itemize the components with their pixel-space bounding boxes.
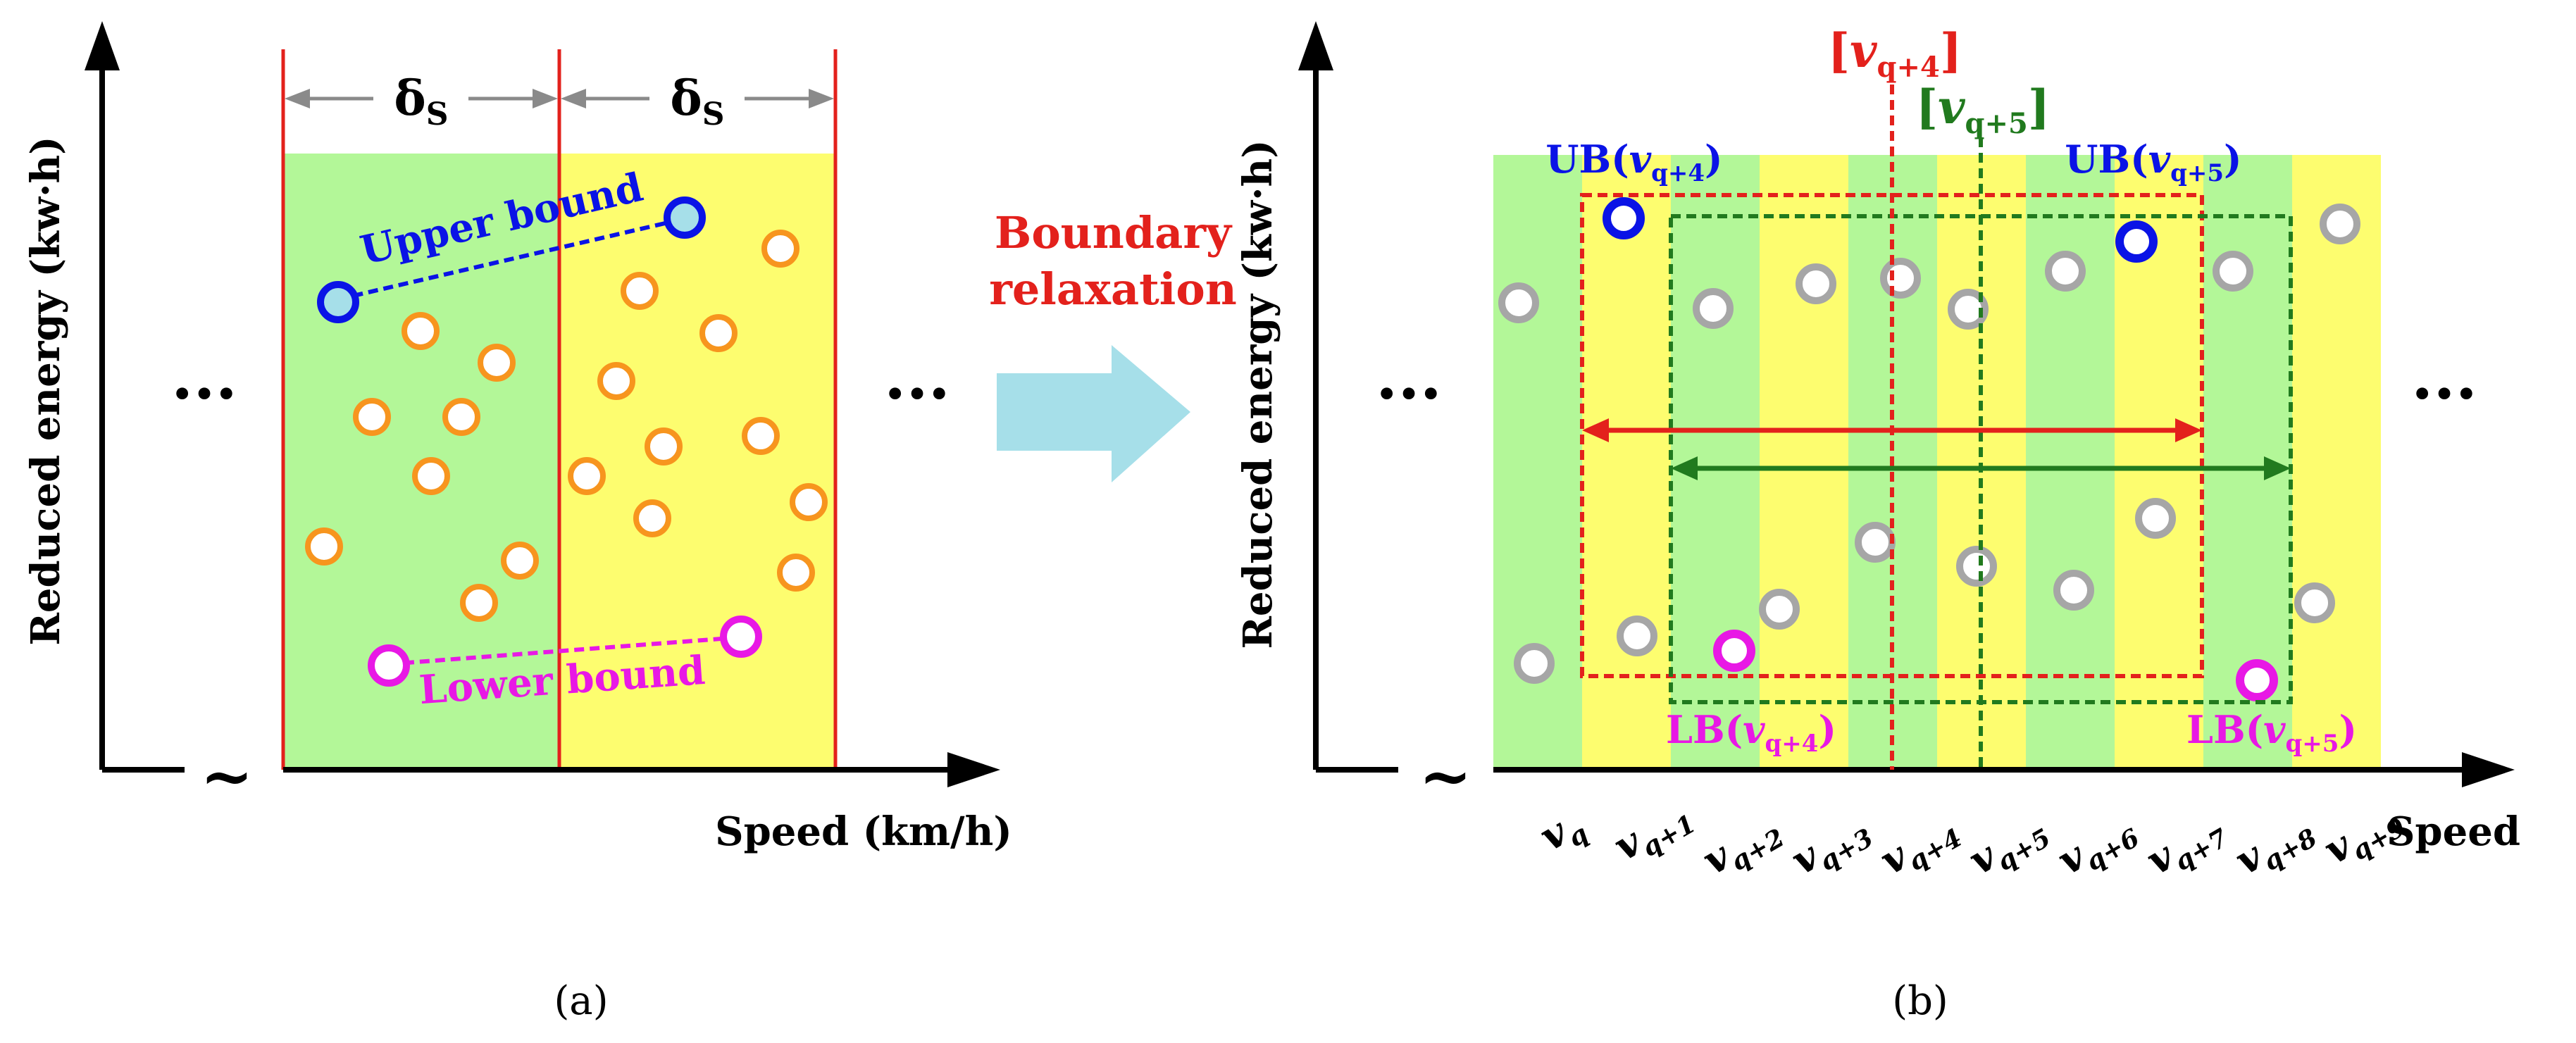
panel-b-y-axis-label: Reduced energy (kw·h): [1235, 139, 1281, 649]
sample-point: [1796, 263, 1836, 304]
panel-a-y-axis-label: Reduced energy (kw·h): [23, 136, 69, 645]
sample-point: [1880, 258, 1921, 299]
sample-point: [790, 483, 828, 521]
sample-point: [2213, 251, 2253, 292]
interval-label-q4: [vq+4]: [1828, 23, 1962, 84]
panel-b-axis-break: ~: [1419, 739, 1471, 813]
lb-point-q5: [2236, 659, 2278, 701]
speed-band-yellow: [1760, 155, 1848, 770]
sample-point: [305, 527, 343, 566]
panel-a-ellipsis-right: ···: [884, 356, 950, 431]
sample-point: [1855, 522, 1896, 563]
delta-arrow-1: [285, 89, 558, 108]
sample-point: [633, 499, 671, 537]
panel-b-sample-points: [1498, 204, 2360, 684]
interval-arrow-q4: [1582, 418, 2202, 442]
panel-b-x-axis-label: Speed: [2387, 808, 2520, 855]
speed-band-yellow: [2292, 155, 2381, 770]
lower-bound-point: [720, 616, 762, 658]
speed-tick-label: vq+8: [2227, 804, 2322, 889]
caption-b: (b): [1892, 978, 1948, 1024]
panel-a-x-axis-label: Speed (km/h): [715, 808, 1012, 855]
sample-point: [2135, 498, 2176, 539]
lower-bound-line: [388, 635, 740, 666]
panel-a-y-axis-arrowhead: [85, 21, 120, 70]
sample-point: [645, 427, 683, 466]
sample-point: [1759, 589, 1800, 630]
panel-a-x-axis-arrowhead: [947, 752, 1000, 787]
panel-a-sample-points: [305, 230, 828, 622]
sample-point: [761, 230, 799, 268]
sample-point: [412, 457, 450, 495]
sample-point: [1956, 546, 1997, 587]
ub-label-q4: UB(vq+4): [1545, 137, 1722, 187]
ub-label-q5: UB(vq+5): [2065, 137, 2241, 187]
sample-point: [353, 398, 391, 436]
sample-point: [2053, 570, 2094, 611]
speed-band-yellow: [1582, 155, 1671, 770]
panel-a: δS δS ~ Reduced energy (kw·h) Speed (km/…: [23, 21, 1012, 1024]
upper-bound-point: [664, 196, 706, 239]
speed-tick-label: vq+6: [2050, 804, 2144, 889]
sample-point: [742, 417, 780, 455]
delta-arrow-2: [561, 89, 834, 108]
speed-tick-label: vq+2: [1695, 804, 1789, 889]
panel-b-ellipsis-left: ···: [1376, 356, 1442, 431]
sample-point: [460, 584, 498, 622]
sample-point: [1498, 282, 1539, 323]
sample-point: [1617, 616, 1657, 656]
caption-a: (a): [554, 978, 608, 1024]
panel-b-ellipsis-right: ···: [2411, 356, 2477, 431]
sample-point: [1514, 643, 1555, 684]
speed-tick-label: vq+9: [2316, 794, 2410, 878]
panel-b-x-axis-arrowhead: [2462, 752, 2515, 787]
delta-s-label-1: δS: [394, 70, 448, 132]
sample-point: [777, 554, 815, 592]
transition-arrow: [997, 345, 1190, 482]
sample-point: [2320, 204, 2360, 244]
lb-point-q4: [1713, 630, 1755, 672]
sample-point: [402, 312, 440, 350]
panel-b-y-axis-arrowhead: [1298, 21, 1333, 70]
transition: Boundary relaxation: [989, 207, 1237, 482]
interval-label-q5: [vq+5]: [1916, 80, 2050, 140]
lb-label-q4: LB(vq+4): [1666, 707, 1836, 758]
boundary-relaxation-line-1: Boundary: [995, 207, 1233, 258]
lb-label-q5: LB(vq+5): [2186, 707, 2357, 758]
upper-bound-line: [337, 217, 684, 301]
ub-point-q5: [2115, 220, 2158, 263]
interval-arrow-q5: [1671, 456, 2291, 480]
speed-tick-label: vq+3: [1784, 804, 1878, 889]
panel-b: ~ Reduced energy (kw·h) Speed ··· ···: [1235, 21, 2520, 1024]
sample-point: [478, 344, 516, 382]
speed-tick-label: vq+1: [1606, 790, 1700, 875]
speed-tick-label: vq+7: [2139, 804, 2233, 889]
speed-tick-label: vq: [1532, 800, 1593, 865]
sample-point: [621, 272, 659, 310]
lower-bound-point: [368, 644, 410, 687]
sample-point: [501, 542, 539, 580]
speed-tick-label: vq+5: [1961, 804, 2055, 889]
delta-s-label-2: δS: [670, 70, 724, 132]
sample-point: [1948, 289, 1989, 330]
sample-point: [2294, 582, 2335, 623]
panel-a-axis-break: ~: [200, 739, 253, 813]
sample-point: [442, 398, 480, 436]
sample-point: [1693, 288, 1734, 329]
sample-point: [568, 457, 606, 495]
panel-a-ellipsis-left: ···: [171, 356, 237, 431]
sample-point: [2045, 251, 2086, 292]
ub-point-q4: [1603, 197, 1645, 239]
sample-point: [597, 362, 635, 400]
speed-tick-label: vq+4: [1872, 804, 1967, 889]
upper-bound-point: [317, 281, 359, 323]
sample-point: [699, 314, 738, 352]
speed-tick-labels: vq vq+1 vq+2 vq+3 vq+4 vq+5 vq+6 vq+7 vq…: [1532, 790, 2410, 889]
boundary-relaxation-line-2: relaxation: [989, 263, 1237, 315]
